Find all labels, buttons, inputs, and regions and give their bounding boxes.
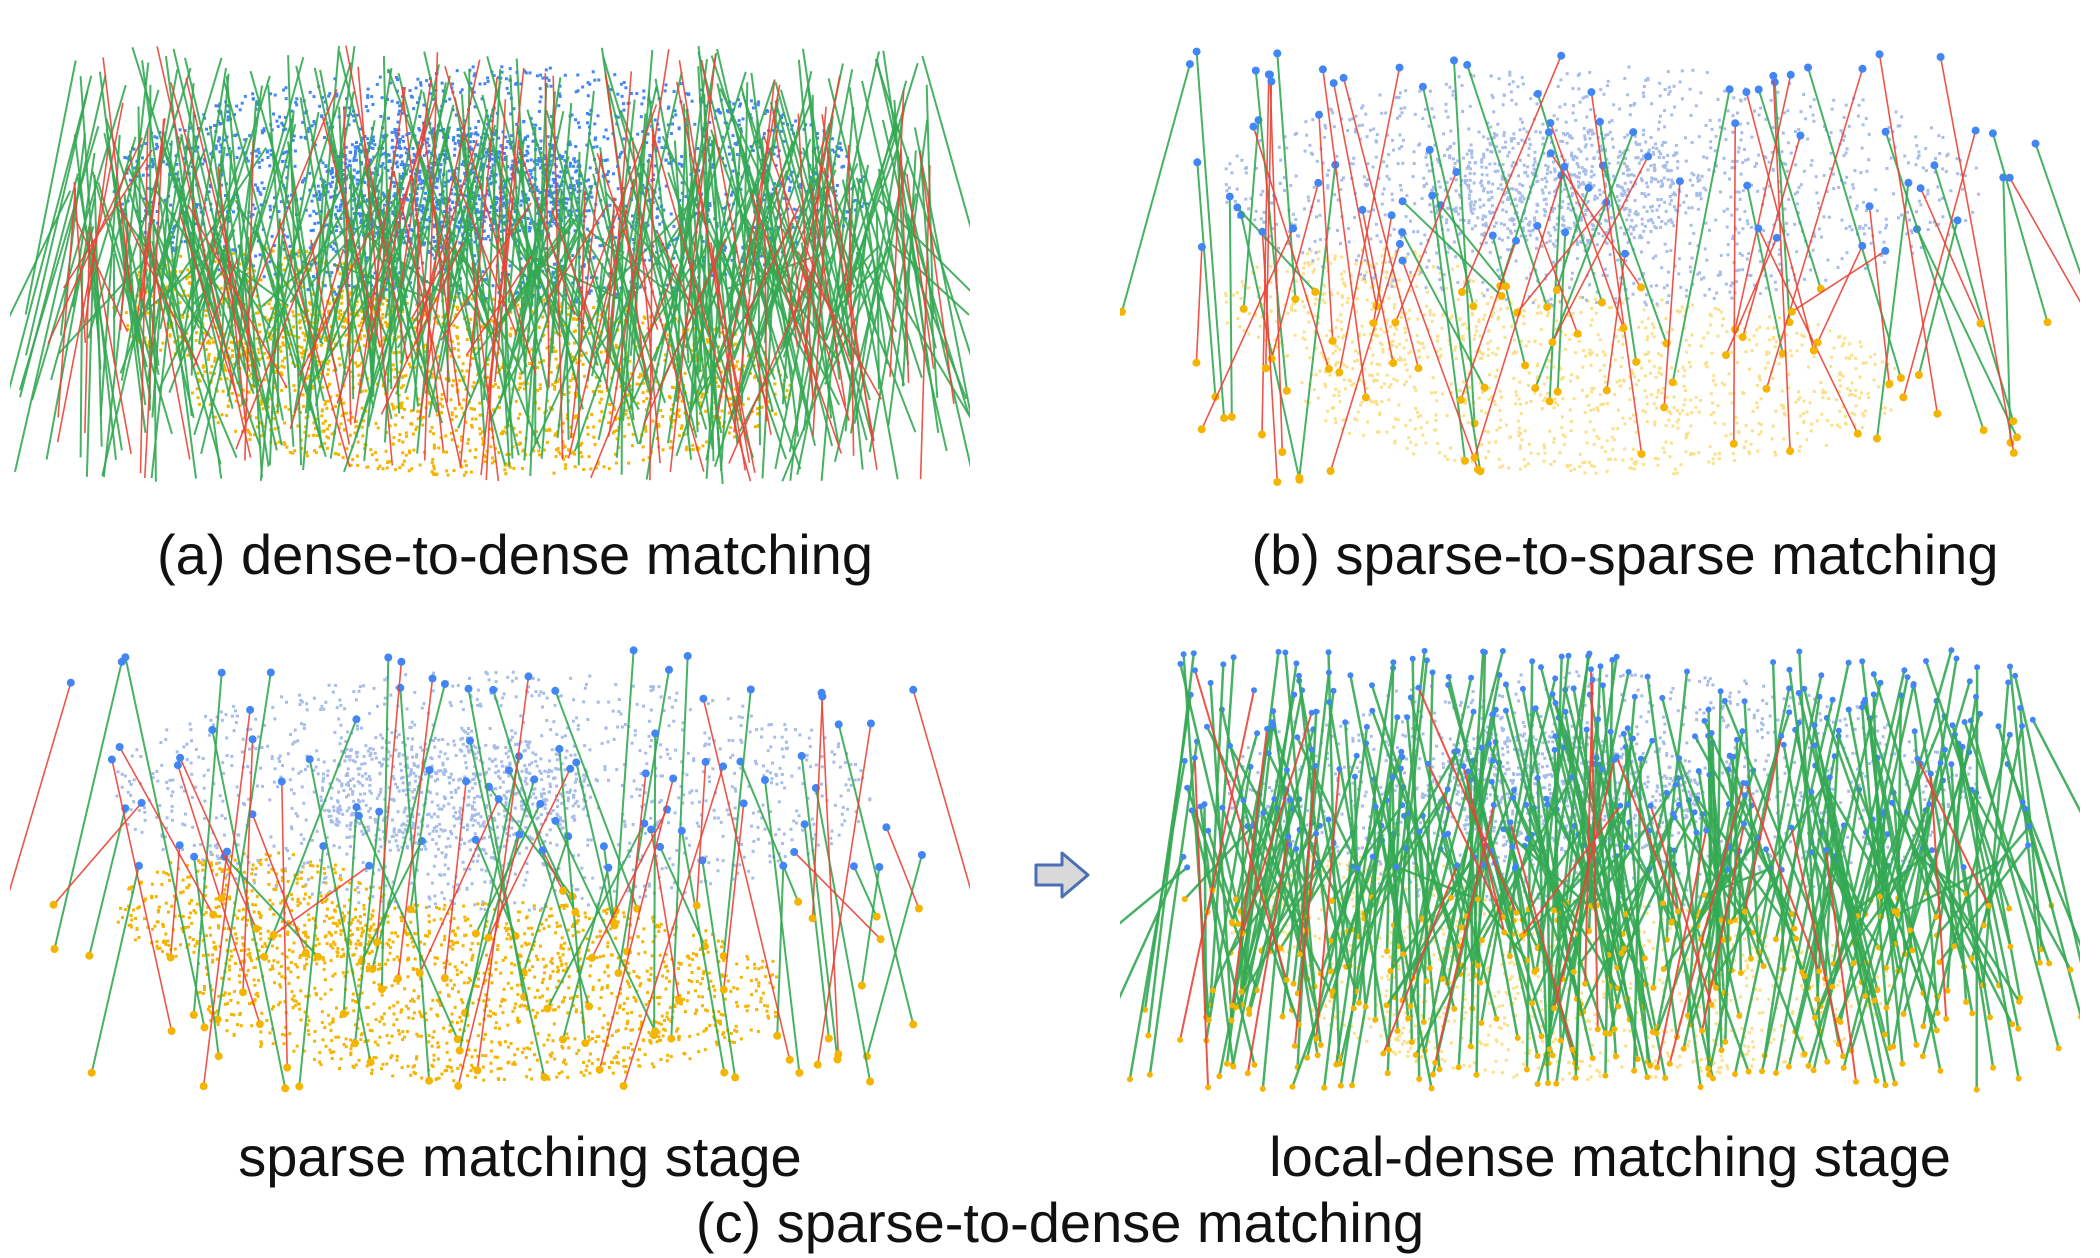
incorrect-matches — [1192, 50, 2080, 486]
correct-matches — [50, 646, 926, 1093]
incorrect-matches — [1177, 666, 1992, 1091]
target-point-cloud-core — [1422, 127, 1702, 248]
sparse-matching-stage-figure — [10, 646, 970, 1093]
caption-sparse-to-sparse: (b) sparse-to-sparse matching — [1251, 523, 1999, 586]
caption-local-dense-stage: local-dense matching stage — [1269, 1125, 1951, 1188]
right-arrow-icon — [1032, 845, 1092, 905]
panel-local-dense-stage — [1120, 610, 2080, 1100]
caption-sparse-to-dense: (c) sparse-to-dense matching — [695, 1191, 1425, 1254]
dense-to-dense-matching-figure — [10, 45, 970, 485]
incorrect-matches — [47, 45, 955, 482]
panel-sparse-to-sparse — [1120, 5, 2080, 505]
local-dense-matching-stage-figure — [1120, 647, 2080, 1093]
caption-sparse-stage: sparse matching stage — [238, 1125, 802, 1188]
incorrect-matches — [10, 657, 970, 1091]
sparse-to-sparse-matching-figure — [1120, 47, 2080, 486]
panel-sparse-stage — [10, 610, 970, 1130]
panel-dense-to-dense — [10, 5, 970, 525]
caption-dense-to-dense: (a) dense-to-dense matching — [157, 523, 873, 586]
correct-matches — [1120, 47, 2080, 484]
